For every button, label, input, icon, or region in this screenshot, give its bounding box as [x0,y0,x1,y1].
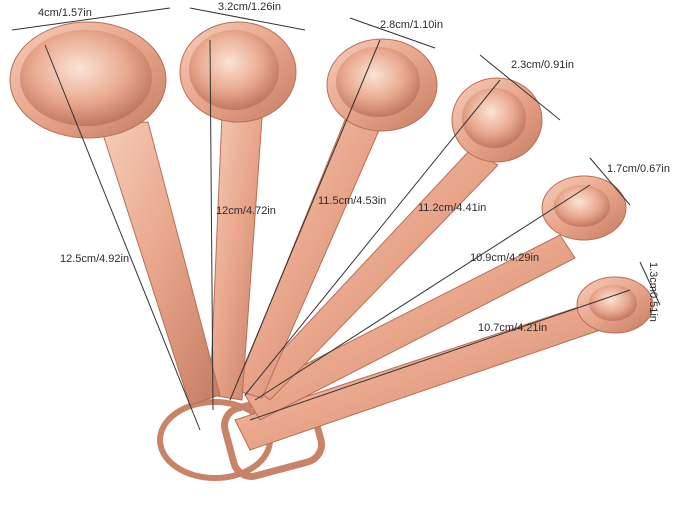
spoon-6-width-label: 1.3cm0.51in [647,262,659,322]
spoon-4-width-label: 2.3cm/0.91in [511,59,574,71]
spoon-2-width-label: 3.2cm/1.26in [218,1,281,13]
spoon-1-tsp [234,38,438,399]
spoon-1-2-tbsp [179,21,297,401]
spoon-5-length-label: 10.9cm/4.29in [470,252,540,264]
dimension-lines [11,7,661,431]
spoon-1-length-label: 12.5cm/4.92in [60,253,130,265]
spoon-2-length-label: 12cm/4.72in [216,205,276,217]
spoon-4-length-label: 11.2cm/4.41in [418,202,487,214]
spoon-3-length-label: 11.5cm/4.53in [318,195,387,207]
spoon-1-2-tsp [249,77,543,401]
spoon-1-width-label: 4cm/1.57in [38,7,92,19]
spoon-1-8-tsp [234,276,654,451]
spoon-5-width-label: 1.7cm/0.67in [607,163,670,175]
spoon-1-tbsp [9,21,221,406]
spoon-6-length-label: 10.7cm/4.21in [478,322,548,334]
spoon-1-4-tsp [244,175,627,421]
spoon-3-width-label: 2.8cm/1.10in [380,19,443,31]
